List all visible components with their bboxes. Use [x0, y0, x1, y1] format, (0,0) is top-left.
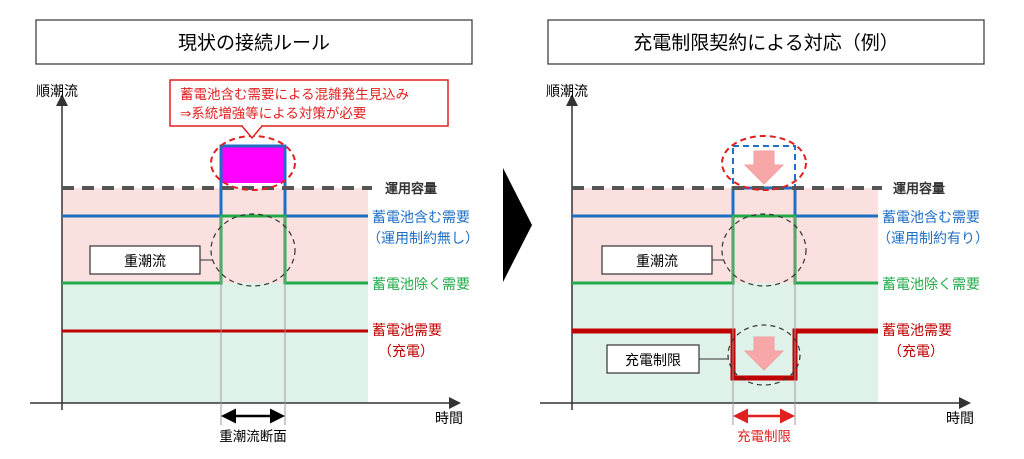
right-black-dashed-ellipse-bottom [727, 324, 801, 386]
right-red-label: 蓄電池需要 [882, 323, 952, 339]
left-callout-line1: 蓄電池含む需要による混雑発生見込み [180, 87, 409, 103]
left-heavy-flow-label: 重潮流 [124, 254, 166, 270]
left-callout-line2: ⇒系統増強等による対策が必要 [180, 105, 366, 122]
left-overload-region [221, 146, 285, 183]
right-reduce-arrow-bottom-icon [743, 336, 785, 371]
right-blue-sublabel: （運用制約有り） [877, 231, 989, 247]
left-section-label: 重潮流断面 [219, 429, 287, 445]
left-blue-label: 蓄電池含む需要 [372, 210, 470, 226]
right-red-battery-line [572, 328, 878, 381]
left-title-box [35, 19, 473, 65]
right-red-sublabel: （充電） [888, 344, 944, 360]
right-reduce-arrow-top-icon [743, 150, 785, 185]
transition-chevron-icon [503, 168, 532, 282]
left-green-band [62, 283, 368, 403]
right-charge-limit-box [606, 344, 700, 374]
left-callout-pointer [241, 125, 263, 140]
left-panel: 現状の接続ルール 順潮流 時間 蓄電池含む需要による混雑発生見込み ⇒系統増強等… [30, 19, 479, 445]
right-heavy-flow-box [601, 245, 713, 275]
left-callout-box [169, 79, 449, 127]
right-blue-label: 蓄電池含む需要 [882, 210, 980, 226]
right-title: 充電制限契約による対応（例） [633, 32, 898, 54]
right-green-demand-line [572, 214, 878, 285]
right-red-dashed-ellipse [721, 135, 807, 191]
left-black-dashed-ellipse [210, 213, 296, 287]
right-y-axis-label: 順潮流 [546, 84, 588, 100]
left-capacity-label: 運用容量 [385, 181, 437, 197]
right-charge-limit-box-label: 充電制限 [625, 353, 681, 369]
left-heavy-flow-box [89, 245, 201, 275]
left-blue-sublabel: （運用制約無し） [367, 231, 479, 247]
left-red-label: 蓄電池需要 [372, 323, 442, 339]
right-title-box [547, 19, 985, 65]
right-green-band [572, 283, 878, 403]
right-heavy-flow-label: 重潮流 [636, 254, 678, 270]
left-title: 現状の接続ルール [178, 32, 330, 54]
right-black-dashed-ellipse-top [721, 213, 807, 287]
left-green-demand-line [62, 214, 368, 285]
right-green-label: 蓄電池除く需要 [882, 277, 980, 293]
left-blue-demand-line [62, 144, 368, 218]
left-red-sublabel: （充電） [378, 344, 434, 360]
right-capacity-label: 運用容量 [893, 181, 945, 197]
right-panel: 充電制限契約による対応（例） 順潮流 時間 重潮流 [540, 19, 989, 445]
left-y-axis-label: 順潮流 [36, 84, 78, 100]
right-section-label: 充電制限 [737, 429, 791, 445]
right-x-axis-label: 時間 [946, 411, 974, 427]
left-green-label: 蓄電池除く需要 [372, 277, 470, 293]
left-x-axis-label: 時間 [435, 411, 463, 427]
